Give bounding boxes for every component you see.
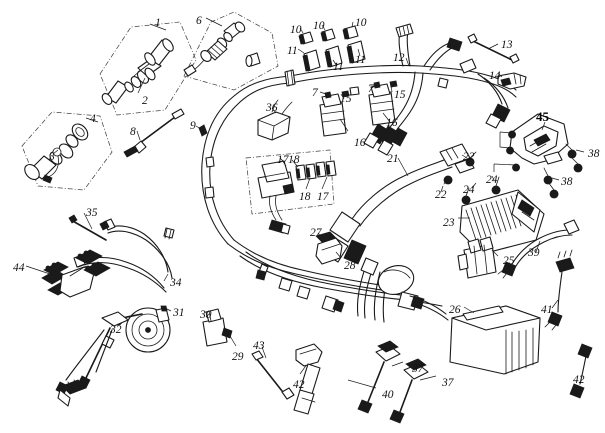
part-group-41 xyxy=(544,249,575,331)
callout-24-a[interactable]: 24 xyxy=(463,184,475,196)
part-group-39 xyxy=(497,219,580,279)
callout-29[interactable]: 29 xyxy=(232,351,244,363)
callout-26[interactable]: 26 xyxy=(449,304,461,316)
callout-42-a[interactable]: 42 xyxy=(293,379,305,391)
part-group-4 xyxy=(21,111,113,191)
callout-2[interactable]: 2 xyxy=(142,95,148,107)
part-group-45-ecu xyxy=(493,113,585,199)
callout-17-b[interactable]: 17 xyxy=(317,191,329,203)
callout-11-c[interactable]: 11 xyxy=(355,54,366,66)
callout-36[interactable]: 36 xyxy=(266,102,278,114)
part-group-27-28 xyxy=(315,231,343,265)
callout-42-b[interactable]: 42 xyxy=(573,374,585,386)
callout-24-b[interactable]: 24 xyxy=(486,174,498,186)
callout-27[interactable]: 27 xyxy=(310,227,322,239)
part-group-12-main-harness xyxy=(201,23,517,323)
callout-4[interactable]: 4 xyxy=(90,113,96,125)
part-group-43 xyxy=(251,346,295,400)
part-group-29-30 xyxy=(202,308,237,347)
callout-1[interactable]: 1 xyxy=(155,17,161,29)
unlabeled-clip xyxy=(57,379,87,407)
callout-15-a[interactable]: 15 xyxy=(340,93,352,105)
callout-39[interactable]: 39 xyxy=(528,247,540,259)
callout-9[interactable]: 9 xyxy=(190,120,196,132)
callout-38-b[interactable]: 38 xyxy=(561,176,573,188)
part-group-44 xyxy=(25,249,111,298)
callout-17-a[interactable]: 17 xyxy=(277,154,289,166)
part-group-36 xyxy=(257,99,293,141)
callout-18-a[interactable]: 18 xyxy=(288,154,300,166)
callout-10-a[interactable]: 10 xyxy=(290,24,302,36)
part-group-26 xyxy=(449,305,541,375)
callout-21[interactable]: 21 xyxy=(387,153,399,165)
callout-14[interactable]: 14 xyxy=(489,70,501,82)
callout-7-a[interactable]: 7 xyxy=(312,87,318,99)
part-group-17-18-fusebox xyxy=(245,149,337,235)
part-group-16-relays xyxy=(319,80,398,137)
callout-11-b[interactable]: 11 xyxy=(333,61,344,73)
callout-37-a[interactable]: 37 xyxy=(412,363,424,375)
callout-7-b[interactable]: 7 xyxy=(368,83,374,95)
callout-35[interactable]: 35 xyxy=(86,207,98,219)
callout-15-b[interactable]: 15 xyxy=(394,89,406,101)
callout-10-c[interactable]: 10 xyxy=(355,17,367,29)
callout-16-b[interactable]: 16 xyxy=(386,117,398,129)
part-group-21 xyxy=(321,143,477,263)
callout-40[interactable]: 40 xyxy=(382,389,394,401)
callout-41[interactable]: 41 xyxy=(541,304,553,316)
callout-16-a[interactable]: 16 xyxy=(354,137,366,149)
callout-44[interactable]: 44 xyxy=(13,262,25,274)
callout-13[interactable]: 13 xyxy=(501,39,513,51)
part-group-40 xyxy=(293,343,377,415)
part-group-6 xyxy=(183,11,279,91)
part-group-1 xyxy=(99,21,197,116)
part-group-8 xyxy=(123,108,185,158)
callout-12[interactable]: 12 xyxy=(393,52,405,64)
part-group-31-32 xyxy=(113,305,172,353)
callout-34[interactable]: 34 xyxy=(170,277,182,289)
callout-11-a[interactable]: 11 xyxy=(287,45,298,57)
callout-10-b[interactable]: 10 xyxy=(313,20,325,32)
callout-22-b[interactable]: 22 xyxy=(435,189,447,201)
callout-8[interactable]: 8 xyxy=(130,126,136,138)
callout-6[interactable]: 6 xyxy=(196,15,202,27)
callout-23[interactable]: 23 xyxy=(443,217,455,229)
callout-30[interactable]: 30 xyxy=(200,309,212,321)
part-group-9 xyxy=(195,124,208,137)
callout-18-b[interactable]: 18 xyxy=(299,191,311,203)
callout-31[interactable]: 31 xyxy=(173,307,185,319)
part-group-14 xyxy=(497,72,527,90)
part-group-35 xyxy=(68,212,107,241)
callout-3[interactable]: 3 xyxy=(49,151,55,163)
part-group-13 xyxy=(467,33,520,64)
callout-37-b[interactable]: 37 xyxy=(442,377,454,389)
callout-43[interactable]: 43 xyxy=(253,340,265,352)
callout-45-highlighted[interactable]: 45 xyxy=(536,109,549,124)
callout-32[interactable]: 32 xyxy=(110,324,122,336)
callout-25[interactable]: 25 xyxy=(503,255,515,267)
part-group-10-11-clamps xyxy=(297,21,410,72)
callout-38-a[interactable]: 38 xyxy=(588,148,600,160)
callout-28[interactable]: 28 xyxy=(344,260,356,272)
part-group-25 xyxy=(457,236,499,279)
part-group-37 xyxy=(357,340,437,424)
callout-22-a[interactable]: 22 xyxy=(463,151,475,163)
